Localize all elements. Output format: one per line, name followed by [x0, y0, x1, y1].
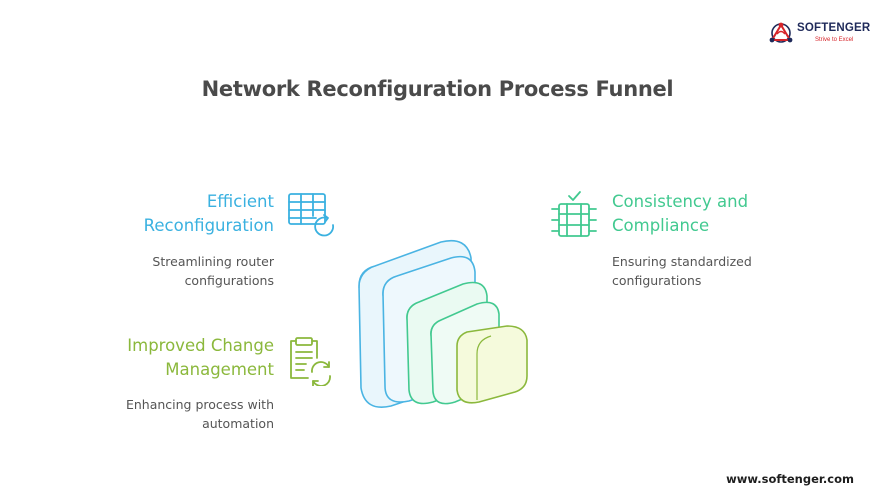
- stage-efficient-description: Streamlining router configurations: [70, 252, 274, 290]
- stage-efficient-heading-line-2: Reconfiguration: [143, 216, 274, 235]
- funnel-graphic: [358, 239, 528, 408]
- table-refresh-icon: [288, 193, 334, 237]
- softenger-logo-mark-icon: [769, 22, 793, 43]
- logo-brand-text: SOFTENGER: [797, 22, 871, 35]
- stage-consistency-description: Ensuring standardized configurations: [612, 252, 812, 290]
- stage-efficient-desc-line-1: Streamlining router: [152, 254, 274, 269]
- stage-consistency-desc-line-1: Ensuring standardized: [612, 254, 752, 269]
- server-check-icon: [551, 191, 597, 237]
- stage-improved-desc-line-1: Enhancing process with: [125, 397, 274, 412]
- stage-efficient-heading: Efficient Reconfiguration: [70, 190, 274, 238]
- stage-efficient-desc-line-2: configurations: [184, 273, 274, 288]
- page-title: Network Reconfiguration Process Funnel: [201, 77, 674, 101]
- clipboard-cycle-icon: [290, 337, 331, 386]
- stage-consistency-heading-line-2: Compliance: [612, 216, 710, 235]
- stage-consistency-heading: Consistency and Compliance: [612, 190, 812, 238]
- funnel-layer-inner: [456, 325, 528, 404]
- stage-consistency-desc-line-2: configurations: [612, 273, 702, 288]
- footer-website-url: www.softenger.com: [726, 472, 854, 486]
- stage-efficient-heading-line-1: Efficient: [206, 192, 274, 211]
- stage-improved-heading-line-2: Management: [165, 360, 274, 379]
- stage-improved-heading-line-1: Improved Change: [127, 336, 274, 355]
- stage-consistency-heading-line-1: Consistency and: [612, 192, 749, 211]
- stage-improved-desc-line-2: automation: [202, 416, 274, 431]
- softenger-logo: SOFTENGER Strive to Excel: [768, 16, 870, 50]
- stage-improved-description: Enhancing process with automation: [60, 395, 274, 433]
- stage-improved-heading: Improved Change Management: [60, 334, 274, 382]
- logo-tagline: Strive to Excel: [815, 36, 854, 43]
